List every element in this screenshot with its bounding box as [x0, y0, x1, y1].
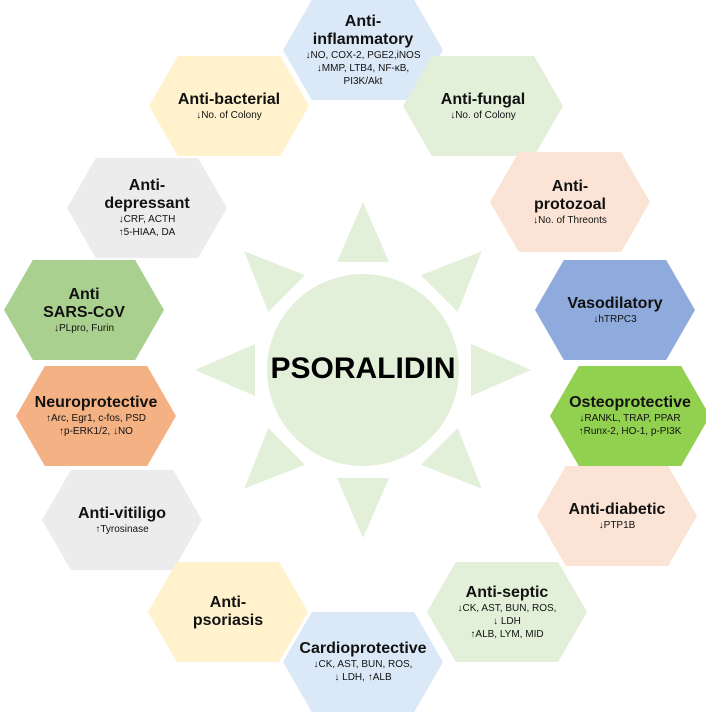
activity-title: Osteoprotective	[569, 394, 691, 411]
activity-title: Anti-diabetic	[568, 500, 666, 518]
activity-hexagon-vasodilatory: Vasodilatory↓hTRPC3	[535, 260, 695, 360]
activity-title: Anti-	[209, 594, 247, 611]
activity-title: Anti-	[344, 12, 382, 30]
activity-detail: ↓PTP1B	[598, 519, 636, 531]
activity-title: Anti-fungal	[440, 90, 526, 108]
sun-ray	[420, 251, 482, 313]
activity-detail: ↓ LDH	[493, 615, 521, 627]
activity-title: SARS-CoV	[43, 303, 125, 321]
activity-hexagon-anti-septic: Anti-septic↓CK, AST, BUN, ROS,↓ LDH↑ALB,…	[427, 562, 587, 662]
activity-detail: PI3K/Akt	[343, 75, 383, 87]
activity-detail: ↓No. of Colony	[450, 109, 516, 121]
activity-detail: ↓No. of Colony	[196, 109, 262, 121]
activity-title: Vasodilatory	[567, 294, 663, 312]
sun-ray	[337, 478, 389, 538]
activity-hexagon-neuroprotective: Neuroprotective ↑Arc, Egr1, c-fos, PSD ↑p-…	[16, 366, 176, 466]
activity-title: protozoal	[534, 195, 606, 213]
activity-detail: ↓ LDH, ↑ALB	[334, 672, 392, 683]
activity-hexagon-anti-bacterial: Anti-bacterial↓No. of Colony	[149, 56, 309, 156]
sun-ray	[244, 251, 306, 313]
activity-title: Cardioprotective	[299, 640, 427, 657]
activity-title: Neuroprotective	[34, 394, 158, 411]
activity-hexagon-anti-psoriasis: Anti-psoriasis	[148, 562, 308, 662]
sun-ray	[471, 344, 531, 396]
activity-hexagon-anti-diabetic: Anti-diabetic↓PTP1B	[537, 466, 697, 566]
activity-title: Anti-	[128, 177, 166, 194]
activity-detail: ↑Tyrosinase	[95, 523, 149, 535]
activity-title: depressant	[104, 195, 190, 212]
center-circle	[267, 274, 459, 466]
activity-detail: ↓MMP, LTB4, NF-κB,	[316, 62, 410, 74]
sun-ray	[337, 202, 389, 262]
activity-hexagon-anti-vitiligo: Anti-vitiligo↑Tyrosinase	[42, 470, 202, 570]
activity-detail: ↓hTRPC3	[593, 313, 637, 325]
activity-title: Anti-	[551, 177, 589, 195]
activity-title: Anti-bacterial	[177, 90, 281, 108]
activity-title: Anti	[68, 285, 100, 303]
activity-detail: ↑Arc, Egr1, c-fos, PSD	[45, 413, 147, 424]
activity-detail: ↓CRF, ACTH	[118, 214, 176, 225]
activity-hexagon-cardioprotective: Cardioprotective ↓CK, AST, BUN, ROS, ↓ LDH…	[283, 612, 443, 712]
activity-detail: ↑ALB, LYM, MID	[470, 628, 544, 640]
activity-title: inflammatory	[312, 30, 414, 48]
activity-title: psoriasis	[192, 612, 264, 629]
activity-hexagon-anti-protozoal: Anti-protozoal↓No. of Threonts	[490, 152, 650, 252]
activity-hexagon-osteoprotective: Osteoprotective ↓RANKL, TRAP, PPAR ↑Runx-2…	[550, 366, 706, 466]
activity-detail: ↓RANKL, TRAP, PPAR	[579, 413, 681, 424]
sun-ray	[420, 427, 482, 489]
activity-detail: ↑p-ERK1/2, ↓NO	[59, 426, 133, 437]
activity-detail: ↑5-HIAA, DA	[118, 227, 176, 238]
activity-title: Anti-vitiligo	[78, 504, 166, 522]
activity-detail: ↓No. of Threonts	[533, 214, 607, 226]
activity-detail: ↑Runx-2, HO-1, p-PI3K	[578, 426, 682, 437]
activity-title: Anti-septic	[465, 583, 549, 601]
activity-hexagon-anti-depressant: Anti-depressant ↓CRF, ACTH ↑5-HIAA, DA	[67, 158, 227, 258]
sun-ray	[195, 344, 255, 396]
activity-detail: ↓CK, AST, BUN, ROS,	[313, 659, 413, 670]
center-label: PSORALIDIN	[270, 352, 456, 385]
activity-detail: ↓NO, COX-2, PGE2,iNOS	[305, 49, 421, 61]
activity-hexagon-anti-fungal: Anti-fungal↓No. of Colony	[403, 56, 563, 156]
sun-ray	[244, 427, 306, 489]
activity-detail: ↓PLpro, Furin	[53, 322, 115, 334]
activity-detail: ↓CK, AST, BUN, ROS,	[457, 602, 557, 614]
